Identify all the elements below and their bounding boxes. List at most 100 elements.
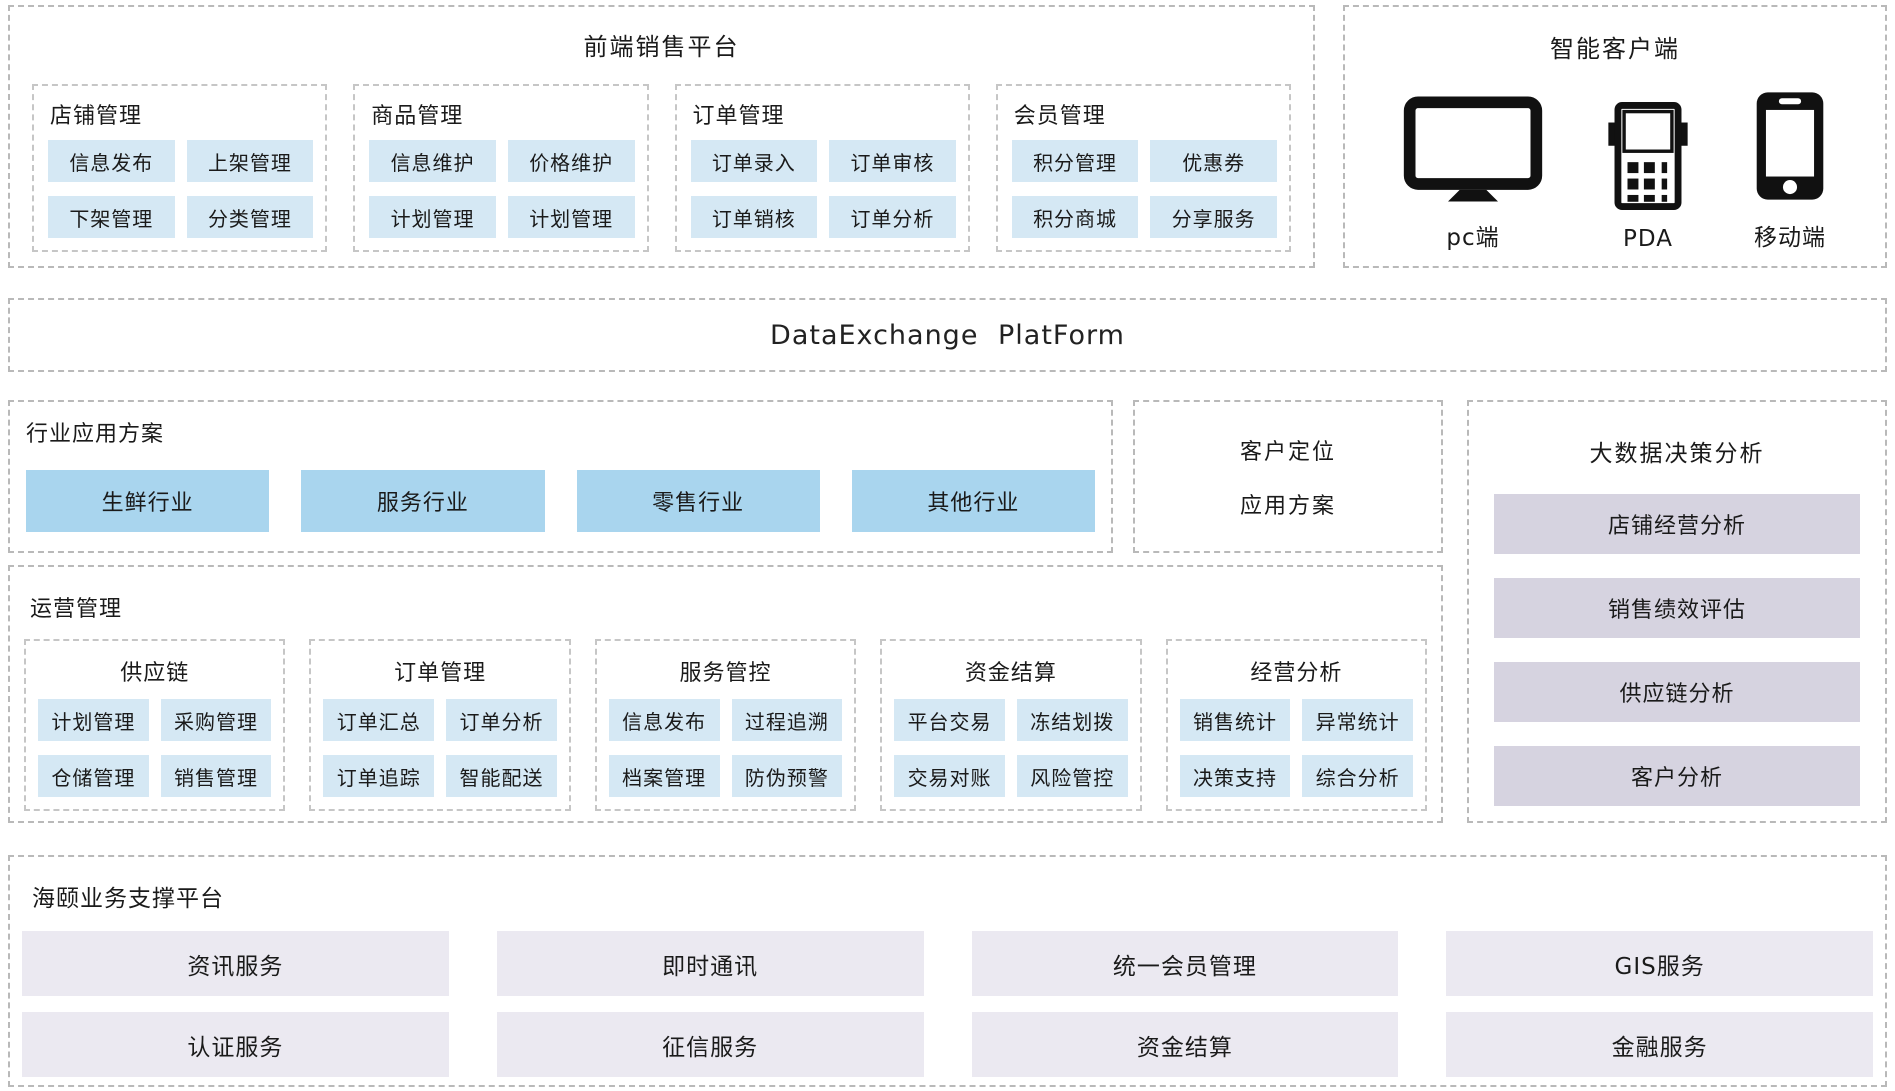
frontend-groups: 店铺管理 信息发布 上架管理 下架管理 分类管理 商品管理 信息维护 价格维护 …	[32, 84, 1291, 252]
support-service: 金融服务	[1446, 1012, 1873, 1077]
feature-chip: 上架管理	[186, 140, 314, 182]
feature-chip: 过程追溯	[731, 699, 843, 741]
feature-chip: 订单录入	[690, 140, 818, 182]
device-pc: pc端	[1403, 96, 1543, 252]
support-service: 资金结算	[971, 1012, 1399, 1077]
feature-chip: 销售统计	[1179, 699, 1291, 741]
group-store-management: 店铺管理 信息发布 上架管理 下架管理 分类管理	[32, 84, 328, 252]
feature-chip: 订单销核	[690, 196, 818, 238]
feature-chip: 订单追踪	[323, 755, 435, 797]
feature-chip: 冻结划拨	[1016, 699, 1128, 741]
feature-chip: 综合分析	[1302, 755, 1414, 797]
operations-title: 运营管理	[30, 597, 123, 622]
feature-chip: 平台交易	[894, 699, 1005, 741]
feature-chip: 计划管理	[369, 196, 496, 238]
chip-grid: 信息维护 价格维护 计划管理 计划管理	[369, 140, 635, 238]
chip-grid: 平台交易 冻结划拨 交易对账 风险管控	[894, 699, 1128, 797]
analysis-item: 店铺经营分析	[1494, 494, 1860, 554]
device-label: pc端	[1446, 225, 1500, 251]
feature-chip: 下架管理	[48, 196, 175, 238]
analysis-item: 客户分析	[1494, 746, 1860, 806]
industry-item: 生鲜行业	[26, 470, 270, 532]
group-title: 会员管理	[1013, 104, 1106, 129]
chip-grid: 计划管理 采购管理 仓储管理 销售管理	[38, 699, 272, 797]
support-service: 资讯服务	[22, 931, 449, 996]
customer-positioning-line2: 应用方案	[1239, 493, 1336, 519]
chip-grid: 积分管理 优惠券 积分商城 分享服务	[1011, 140, 1277, 238]
group-member-management: 会员管理 积分管理 优惠券 积分商城 分享服务	[995, 84, 1291, 252]
analysis-item: 供应链分析	[1494, 662, 1860, 722]
industry-item: 其他行业	[851, 470, 1095, 532]
device-label: PDA	[1623, 226, 1673, 252]
support-services: 资讯服务 即时通讯 统一会员管理 GIS服务 认证服务 征信服务 资金结算 金融…	[22, 931, 1873, 1077]
feature-chip: 采购管理	[160, 699, 272, 741]
industry-item: 零售行业	[576, 470, 820, 532]
chip-grid: 信息发布 上架管理 下架管理 分类管理	[48, 140, 314, 238]
feature-chip: 交易对账	[894, 755, 1005, 797]
frontend-platform-title: 前端销售平台	[583, 33, 740, 61]
support-service: 统一会员管理	[971, 931, 1399, 996]
group-service-control: 服务管控 信息发布 过程追溯 档案管理 防伪预警	[594, 639, 857, 811]
group-title: 服务管控	[679, 661, 772, 686]
feature-chip: 分类管理	[186, 196, 314, 238]
group-title: 店铺管理	[50, 104, 143, 129]
feature-chip: 积分管理	[1011, 140, 1139, 182]
feature-chip: 信息发布	[608, 699, 720, 741]
chip-grid: 订单录入 订单审核 订单销核 订单分析	[690, 140, 956, 238]
feature-chip: 价格维护	[507, 140, 635, 182]
data-exchange-title: DataExchange PlatForm	[770, 319, 1125, 351]
feature-chip: 智能配送	[446, 755, 557, 797]
operations-groups: 供应链 计划管理 采购管理 仓储管理 销售管理 订单管理 订单汇总 订单分析 订…	[24, 639, 1428, 811]
operations-management-box: 运营管理 供应链 计划管理 采购管理 仓储管理 销售管理 订单管理 订单汇总 订…	[8, 565, 1443, 823]
smart-client-box: 智能客户端 pc端	[1343, 5, 1887, 268]
customer-positioning-line1: 客户定位	[1239, 439, 1336, 465]
big-data-analysis-box: 大数据决策分析 店铺经营分析 销售绩效评估 供应链分析 客户分析	[1467, 400, 1887, 823]
device-label: 移动端	[1754, 225, 1826, 251]
feature-chip: 档案管理	[608, 755, 720, 797]
group-title: 订单管理	[692, 104, 785, 129]
feature-chip: 计划管理	[507, 196, 635, 238]
analysis-item: 销售绩效评估	[1494, 578, 1860, 638]
feature-chip: 计划管理	[38, 699, 149, 741]
industry-buttons: 生鲜行业 服务行业 零售行业 其他行业	[26, 470, 1095, 532]
feature-chip: 优惠券	[1150, 140, 1277, 182]
industry-item: 服务行业	[301, 470, 545, 532]
feature-chip: 积分商城	[1011, 196, 1139, 238]
group-title: 经营分析	[1250, 661, 1343, 686]
group-title: 商品管理	[371, 104, 464, 129]
data-exchange-platform-box: DataExchange PlatForm	[8, 298, 1887, 372]
device-pda: PDA	[1607, 102, 1689, 252]
support-service: 征信服务	[496, 1012, 924, 1077]
feature-chip: 仓储管理	[38, 755, 149, 797]
pda-icon	[1607, 102, 1689, 210]
desktop-monitor-icon	[1403, 96, 1543, 202]
support-service: 即时通讯	[496, 931, 924, 996]
big-data-analysis-title: 大数据决策分析	[1589, 441, 1765, 467]
group-product-management: 商品管理 信息维护 价格维护 计划管理 计划管理	[353, 84, 649, 252]
support-platform-box: 海颐业务支撑平台 资讯服务 即时通讯 统一会员管理 GIS服务 认证服务 征信服…	[8, 855, 1887, 1087]
frontend-sales-platform-box: 前端销售平台 店铺管理 信息发布 上架管理 下架管理 分类管理 商品管理 信息维…	[8, 5, 1315, 268]
chip-grid: 信息发布 过程追溯 档案管理 防伪预警	[608, 699, 843, 797]
feature-chip: 决策支持	[1179, 755, 1291, 797]
chip-grid: 订单汇总 订单分析 订单追踪 智能配送	[323, 699, 557, 797]
feature-chip: 销售管理	[160, 755, 272, 797]
feature-chip: 防伪预警	[731, 755, 843, 797]
feature-chip: 信息维护	[369, 140, 496, 182]
device-list: pc端	[1371, 82, 1859, 252]
group-order-management-ops: 订单管理 订单汇总 订单分析 订单追踪 智能配送	[309, 639, 571, 811]
support-service: GIS服务	[1446, 931, 1873, 996]
device-mobile: 移动端	[1753, 90, 1827, 252]
feature-chip: 订单审核	[829, 140, 956, 182]
feature-chip: 异常统计	[1302, 699, 1414, 741]
group-supply-chain: 供应链 计划管理 采购管理 仓储管理 销售管理	[24, 639, 286, 811]
smartphone-icon	[1753, 90, 1827, 202]
feature-chip: 风险管控	[1016, 755, 1128, 797]
group-title: 订单管理	[394, 661, 487, 686]
support-service: 认证服务	[22, 1012, 449, 1077]
customer-positioning-box: 客户定位 应用方案	[1133, 400, 1443, 553]
feature-chip: 分享服务	[1150, 196, 1277, 238]
industry-solutions-title: 行业应用方案	[26, 422, 165, 447]
group-title: 资金结算	[964, 661, 1057, 686]
feature-chip: 订单分析	[829, 196, 956, 238]
